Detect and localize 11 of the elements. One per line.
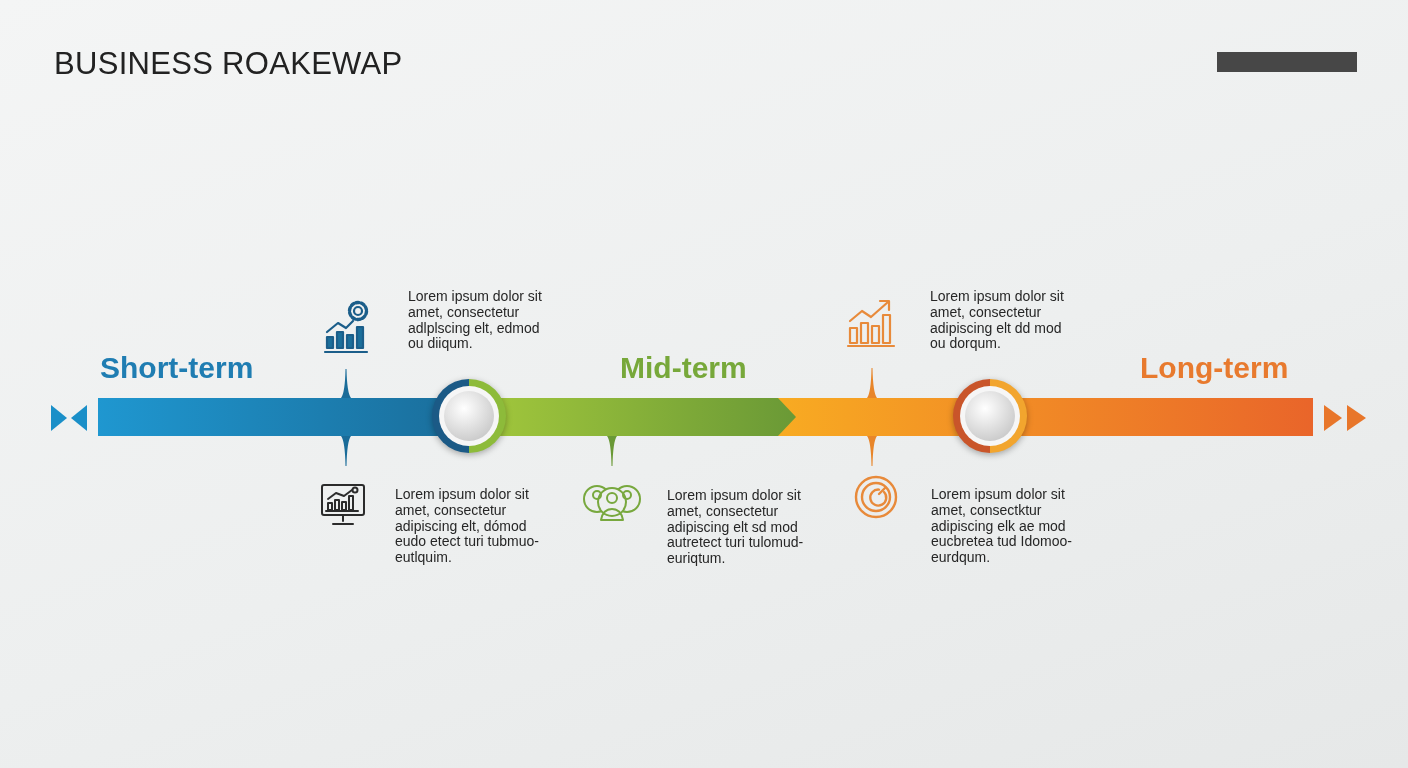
phase-title: Mid-term: [620, 351, 747, 385]
milestone-circle: [953, 379, 1027, 453]
description-text: Lorem ipsum dolor sit amet, consectetur adipiscing elt, dómod eudo etect turi tubmuo-eutlquim.: [395, 487, 540, 566]
title: BUSINESS ROAKEWAP: [54, 46, 403, 82]
milestone-circle: [432, 379, 506, 453]
description-text: Lorem ipsum dolor sit amet, consectetur adlplscing elt, edmod ou diiqum.: [408, 289, 543, 353]
phase-title: Short-term: [100, 351, 254, 385]
description-text: Lorem ipsum dolor sit amet, consectetur adipiscing elt dd mod ou dorqum.: [930, 289, 1065, 353]
description-text: Lorem ipsum dolor sit amet, consectktur adipiscing elk ae mod eucbretea tud Idomoo-eurdqum.: [931, 487, 1073, 566]
description-text: Lorem ipsum dolor sit amet, consectetur adipiscing elt sd mod autretect turi tulomud-euriqtum.: [667, 488, 805, 567]
phase-title: Long-term: [1140, 351, 1289, 385]
